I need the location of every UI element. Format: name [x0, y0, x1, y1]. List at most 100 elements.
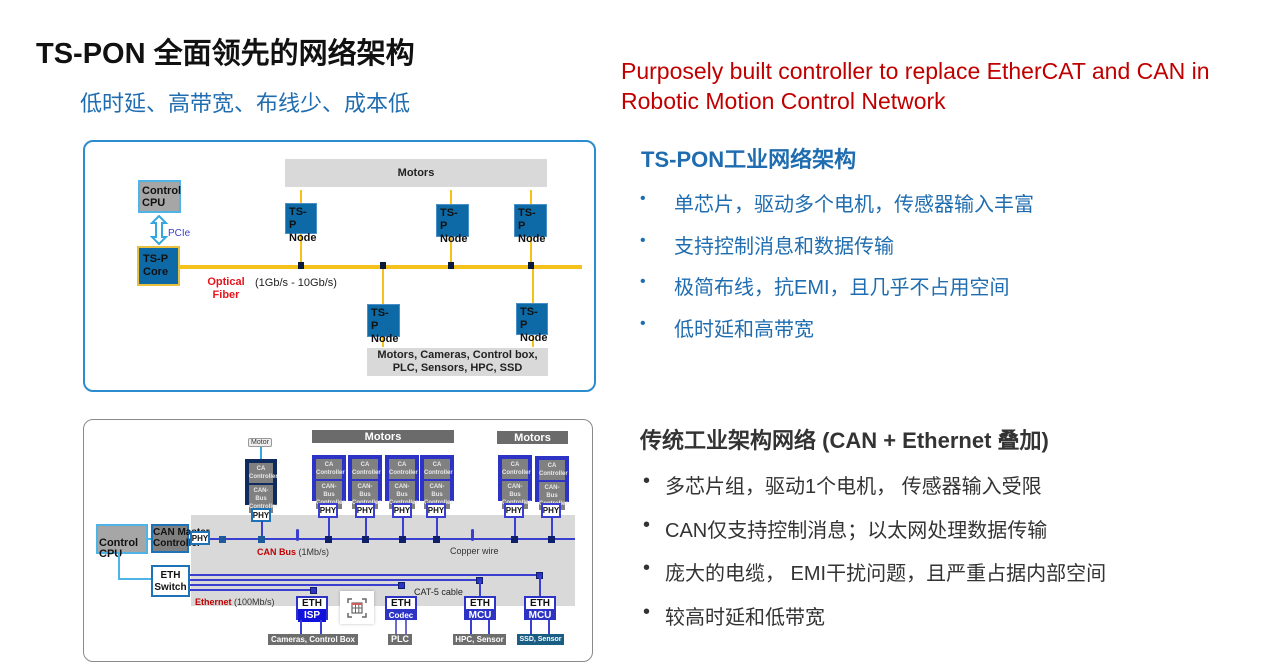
traditional-feature-list: •多芯片组，驱动1个电机， 传感器输入受限 •CAN仅支持控制消息；以太网处理数…: [643, 470, 1106, 644]
bullet: •: [643, 557, 651, 579]
can-node-stack: CA Controller CAN-Bus Controller: [535, 456, 569, 510]
pcie-label: PCIe: [168, 228, 191, 239]
eth-drop: [479, 581, 481, 596]
eth-switch-box: ETH Switch: [151, 565, 190, 597]
list-item: • 单芯片，驱动多个电机，传感器输入丰富: [640, 188, 1034, 230]
bus-drop: [514, 518, 516, 538]
eth-unit-codec: ETH Codec: [385, 596, 417, 620]
bullet: •: [640, 273, 646, 290]
fiber-junction: [380, 262, 386, 269]
ethernet-line: [190, 574, 540, 576]
bus-drop: [551, 518, 553, 538]
motor-link: [260, 447, 262, 459]
eth-chip-label: ETH: [387, 598, 415, 609]
phy-chip: PHY: [355, 503, 375, 518]
ethernet-line: [190, 584, 402, 586]
device-link: [530, 620, 532, 634]
bus-drop: [261, 521, 263, 538]
bus-drop: [365, 518, 367, 538]
fiber-junction: [528, 262, 534, 269]
motor-label: Motor: [248, 438, 272, 447]
device-link: [548, 620, 550, 634]
table-icon: [347, 597, 367, 618]
ethernet-line: [190, 589, 314, 591]
bus-terminator: [471, 529, 474, 541]
list-item: •支持控制消息和数据传输: [640, 230, 1034, 272]
tsp-core-box: TS-P Core: [137, 246, 180, 286]
bus-junction: [219, 536, 226, 543]
table-extract-button[interactable]: [340, 591, 374, 624]
phy-chip: PHY: [251, 508, 271, 522]
list-item: •庞大的电缆， EMI干扰问题，且严重占据内部空间: [643, 557, 1106, 601]
can-bus-line: [210, 538, 575, 540]
eth-drop: [539, 576, 541, 596]
device-link: [470, 620, 472, 634]
bus-terminator: [296, 529, 299, 541]
devices-bar: Motors, Cameras, Control box, PLC, Senso…: [367, 348, 548, 376]
device-label: Cameras, Control Box: [268, 634, 358, 645]
bus-drop: [402, 518, 404, 538]
ca-controller: CA Controller: [389, 459, 418, 479]
eth-chip-label: ETH: [526, 598, 554, 609]
eth-function-label: MCU: [528, 610, 552, 621]
bidirectional-arrow-icon: [150, 215, 168, 245]
tsp-node-3: TS-P Node: [514, 204, 547, 245]
bus-drop: [328, 518, 330, 538]
control-cpu-box: [96, 524, 148, 554]
bullet: •: [643, 513, 651, 536]
eth-chip-label: ETH: [466, 598, 494, 609]
eth-unit-mcu-1: ETH MCU: [464, 596, 496, 621]
tagline: Purposely built controller to replace Et…: [621, 58, 1210, 114]
bus-drop: [436, 518, 438, 538]
can-bus-caption: CAN Bus (1Mb/s): [257, 547, 329, 557]
can-master-box: [151, 524, 189, 553]
bullet: •: [640, 314, 646, 332]
fiber-junction: [298, 262, 304, 269]
traditional-section-heading: 传统工业架构网络 (CAN + Ethernet 叠加): [640, 428, 1049, 453]
tsp-node-5: TS-P Node: [516, 303, 548, 344]
eth-chip-label: ETH: [298, 598, 326, 609]
bus-junction: [511, 536, 518, 543]
ethernet-label: Ethernet: [195, 597, 232, 607]
bullet: •: [643, 470, 651, 492]
traditional-diagram-panel: [83, 419, 593, 662]
phy-chip: PHY: [426, 503, 446, 518]
bullet: •: [640, 190, 646, 207]
list-item-text: CAN仅支持控制消息；以太网处理数据传输: [665, 519, 1048, 542]
list-item-text: 单芯片，驱动多个电机，传感器输入丰富: [674, 194, 1034, 216]
phy-chip: PHY: [190, 531, 210, 545]
fiber-junction: [448, 262, 454, 269]
motors-bar: Motors: [285, 159, 547, 187]
can-node-stack: CA Controller CAN-Bus Controller: [385, 455, 419, 509]
ethernet-speed: (100Mb/s): [234, 597, 275, 607]
list-item: • CAN仅支持控制消息；以太网处理数据传输: [643, 514, 1106, 558]
eth-function-label: MCU: [468, 610, 492, 621]
list-item-text: 低时延和高带宽: [674, 318, 814, 341]
fiber-speed-label: (1Gb/s - 10Gb/s): [255, 277, 337, 289]
tsp-node-4: TS-P Node: [367, 304, 400, 345]
optical-fiber-label: Optical Fiber: [207, 276, 245, 301]
control-cpu-box: Control CPU: [138, 180, 181, 213]
eth-function-label: ISP: [298, 609, 326, 622]
bus-junction: [399, 536, 406, 543]
phy-chip: PHY: [318, 503, 338, 518]
phy-chip: PHY: [504, 503, 524, 518]
ca-controller: CA Controller: [539, 460, 568, 480]
eth-junction: [398, 582, 405, 589]
ca-controller: CA Controller: [352, 459, 381, 479]
page-title: TS-PON 全面领先的网络架构: [36, 38, 415, 70]
page-subtitle: 低时延、高带宽、布线少、成本低: [80, 91, 411, 116]
can-master-label: CAN Master Controller: [153, 527, 210, 549]
device-link: [395, 620, 397, 634]
tsp-node-2: TS-P Node: [436, 204, 469, 245]
device-label: SSD, Sensor: [517, 634, 564, 645]
device-link: [405, 620, 407, 634]
tspon-section-heading: TS-PON工业网络架构: [641, 147, 857, 172]
tsp-node-1: TS-P Node: [285, 203, 317, 244]
network-area: [191, 515, 575, 606]
bus-junction: [548, 536, 555, 543]
ca-controller: CA Controller: [424, 459, 453, 479]
can-bus-label: CAN Bus: [257, 547, 297, 557]
ca-controller: CA Controller: [316, 459, 345, 479]
tspon-diagram-panel: [83, 140, 596, 392]
